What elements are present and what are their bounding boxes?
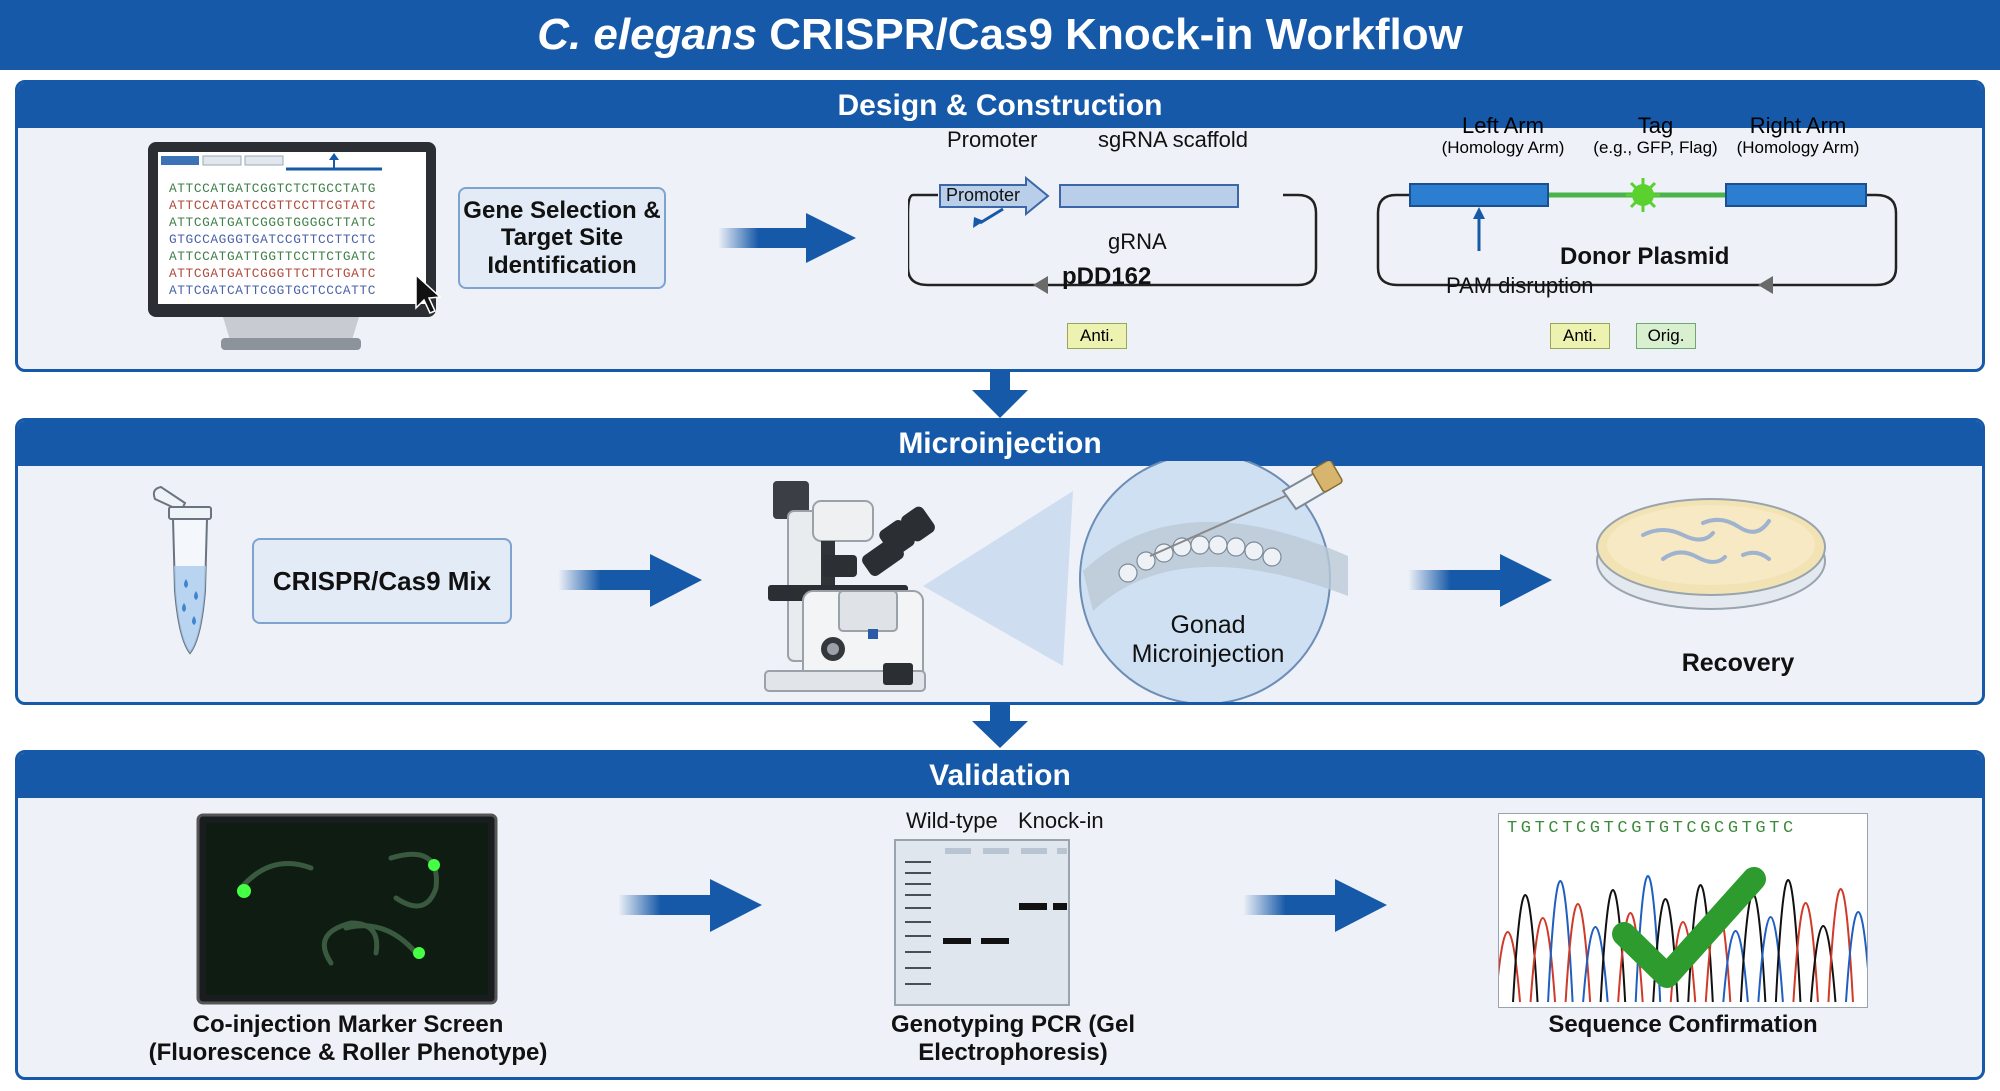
fluorescence-screen-image (196, 813, 498, 1005)
zoom-magnification-icon (923, 461, 1348, 702)
checkmark-icon (1612, 867, 1766, 988)
chromatogram-peak (1564, 903, 1592, 1003)
flow-arrow-icon (718, 213, 856, 263)
microcentrifuge-tube-icon (152, 485, 212, 655)
flow-arrow-icon (618, 879, 762, 932)
left-arm-label: Left Arm (Homology Arm) (1408, 113, 1598, 157)
chromatogram-peak (1809, 925, 1837, 1003)
panel-design-header: Design & Construction (18, 83, 1982, 128)
origin-of-replication-box: Orig. (1636, 323, 1696, 349)
panel-design: Design & Construction ATTCCATGATCGGTCTCT… (15, 80, 1985, 372)
recovery-label: Recovery (1681, 649, 1795, 677)
sequence-letters: TGTCTCGTCGTGTCGCGTGTC (1507, 819, 1797, 838)
promoter-box-label: Promoter (946, 185, 1021, 205)
donor-plasmid-diagram (1376, 178, 1898, 294)
wild-type-lane-label: Wild-type (906, 808, 998, 833)
chromatogram-peak (1499, 931, 1522, 1003)
tag-subtitle: (e.g., GFP, Flag) (1593, 138, 1718, 157)
promoter-label: Promoter (947, 127, 1038, 152)
panel-microinjection-header: Microinjection (18, 421, 1982, 466)
knock-in-lane-label: Knock-in (1018, 808, 1104, 833)
left-arm-title: Left Arm (1462, 113, 1544, 138)
panel-validation-header: Validation (18, 753, 1982, 798)
gene-selection-box: Gene Selection & Target Site Identificat… (458, 187, 666, 289)
dna-line: ATTCCATGATCGGTCTCTGCCTATG (169, 181, 376, 196)
marker-screen-label: Co-injection Marker Screen (Fluorescence… (148, 1011, 548, 1066)
donor-plasmid-name: Donor Plasmid (1560, 243, 1730, 270)
grna-label: gRNA (1108, 229, 1167, 254)
title-text: CRISPR/Cas9 Knock-in Workflow (769, 10, 1463, 59)
chromatogram-peak (1547, 880, 1574, 1003)
flow-arrow-icon (558, 554, 702, 607)
chromatogram-peak (1512, 894, 1539, 1003)
chromatogram-peak (1827, 888, 1854, 1003)
chromatogram-peak (1529, 917, 1557, 1003)
dna-line: ATTCCATGATCCGTTCCTTCGTATC (169, 198, 376, 213)
panel-microinjection: Microinjection CRISPR/Cas9 Mix (15, 418, 1985, 705)
tag-title: Tag (1637, 113, 1674, 138)
antibiotic-resistance-box: Anti. (1067, 323, 1127, 349)
pdd162-plasmid-diagram (908, 184, 1318, 294)
pam-disruption-label: PAM disruption (1446, 273, 1594, 298)
right-arm-title: Right Arm (1749, 113, 1847, 138)
gonad-microinjection-label: Gonad Microinjection (1131, 611, 1285, 668)
chromatogram-peak (1582, 926, 1609, 1003)
sgrna-scaffold-label: sgRNA scaffold (1098, 127, 1249, 152)
right-arm-label: Right Arm (Homology Arm) (1713, 113, 1883, 157)
down-arrow-icon (972, 372, 1028, 418)
dna-line: ATTCGATGATCGGGTGGGGCTTATC (169, 215, 376, 230)
chromatogram-peak (1792, 902, 1819, 1003)
dna-line: GTGCCAGGGTGATCCGTTCCTTCTC (169, 232, 376, 247)
dna-line: ATTCGATCATTCGGTGCTCCCATTC (169, 283, 376, 298)
pdd162-name: pDD162 (1062, 263, 1152, 290)
chromatogram-peak (1774, 879, 1802, 1003)
flow-arrow-icon (1408, 554, 1552, 607)
flow-arrow-icon (1243, 879, 1387, 932)
antibiotic-resistance-box-2: Anti. (1550, 323, 1610, 349)
gel-electrophoresis-image (894, 839, 1070, 1006)
gfp-tag-icon (1626, 178, 1660, 212)
chromatogram-panel: TGTCTCGTCGTGTCGCGTGTC (1498, 813, 1868, 1008)
chromatogram-peak (1844, 911, 1867, 1003)
down-arrow-icon (972, 705, 1028, 748)
petri-dish-icon (1596, 498, 1826, 610)
promoter-arrow-icon (939, 176, 1050, 216)
dna-line: ATTCGATGATCGGGTTCTTCTGATC (169, 266, 376, 281)
sequence-confirmation-label: Sequence Confirmation (1548, 1011, 1818, 1038)
chromatogram-peak (1722, 930, 1749, 1003)
right-arm-subtitle: (Homology Arm) (1736, 138, 1860, 157)
promoter-arrow: Promoter (939, 176, 1050, 216)
tag-label: Tag (e.g., GFP, Flag) (1588, 113, 1723, 157)
panel-validation: Validation Co-injection Marker Screen (F… (15, 750, 1985, 1080)
left-arm-subtitle: (Homology Arm) (1441, 138, 1565, 157)
crispr-mix-box: CRISPR/Cas9 Mix (252, 538, 512, 624)
microscope-icon (764, 481, 935, 692)
page-title: C. elegans CRISPR/Cas9 Knock-in Workflow (0, 0, 2000, 70)
dna-sequence-text: ATTCCATGATCGGTCTCTGCCTATG ATTCCATGATCCGT… (169, 180, 429, 299)
dna-line: ATTCCATGATTGGTTCCTTCTGATC (169, 249, 376, 264)
title-species: C. elegans (537, 10, 758, 59)
chromatogram-peak (1757, 916, 1784, 1003)
genotyping-pcr-label: Genotyping PCR (Gel Electrophoresis) (890, 1011, 1135, 1066)
computer-monitor-icon (148, 142, 442, 350)
